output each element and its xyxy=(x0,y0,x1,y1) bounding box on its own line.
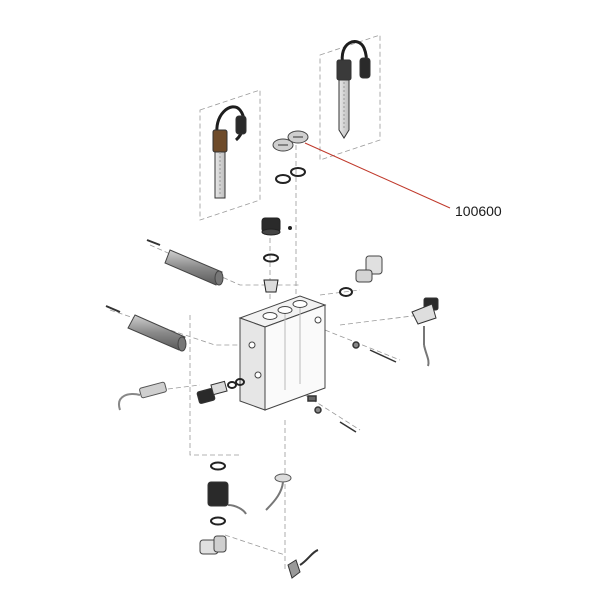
bottom-tube-fitting xyxy=(265,473,292,511)
screws-right xyxy=(307,341,397,433)
bottom-nozzle xyxy=(287,549,319,579)
assembly-guides xyxy=(109,34,421,570)
roller-upper xyxy=(146,239,224,286)
valve-right xyxy=(411,297,439,367)
sensor-probe-right xyxy=(336,40,371,139)
elbow-fitting-right xyxy=(339,255,383,297)
tube-fitting-left xyxy=(118,381,167,411)
bottom-elbow xyxy=(199,535,227,555)
valve-cap xyxy=(261,217,292,293)
callout-leader xyxy=(304,142,451,209)
sensor-probe-left xyxy=(212,105,247,199)
manifold-block xyxy=(238,295,327,411)
callout-part-number: 100600 xyxy=(455,203,502,219)
valve-fitting-center xyxy=(196,378,245,404)
bottom-valve-body xyxy=(207,481,247,515)
o-rings-top xyxy=(275,167,306,184)
roller-lower xyxy=(105,305,187,352)
plug-caps xyxy=(272,130,309,152)
bottom-o-rings xyxy=(210,461,226,526)
